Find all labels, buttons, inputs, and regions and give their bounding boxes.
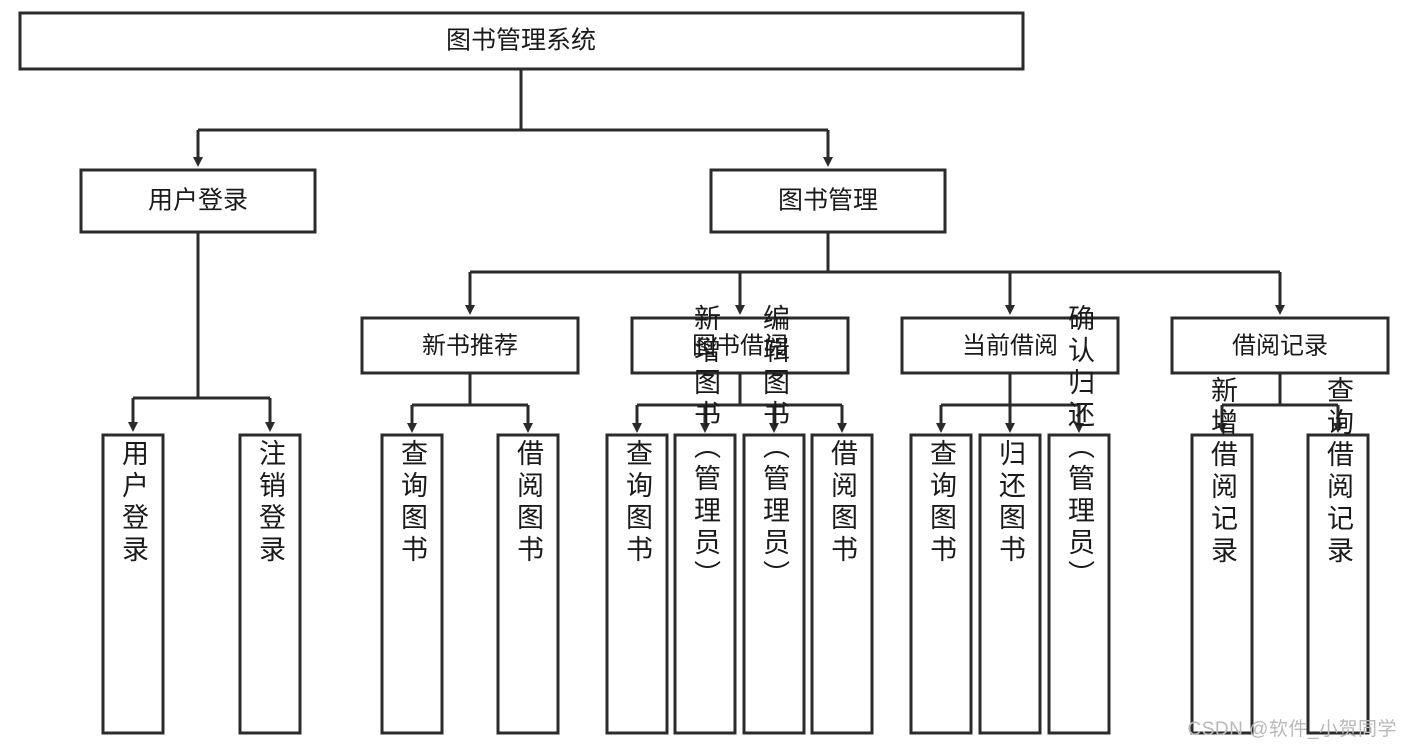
leaf-label: 借阅图书 [827, 439, 858, 567]
connector-bookborrow-to-leaves [632, 373, 847, 433]
connector-borrowrecord-to-leaves [1217, 373, 1343, 433]
connector-root-to-level2 [193, 70, 833, 167]
leaf-box[interactable] [1047, 433, 1111, 735]
leaf-book-borrow-2[interactable]: 新增图书（管理员） [673, 304, 737, 735]
leaf-label: 用户登录 [118, 439, 149, 567]
leaf-label: 新增图书（管理员） [690, 304, 721, 592]
leaf-borrow-record-1[interactable]: 新增借阅记录 [1190, 376, 1254, 735]
leaf-label: 新增借阅记录 [1207, 376, 1238, 568]
node-borrow-record-label: 借阅记录 [1232, 332, 1328, 359]
node-root-label: 图书管理系统 [446, 27, 596, 55]
node-book-borrow-box[interactable] [630, 316, 850, 375]
leaf-label: 借阅图书 [513, 439, 544, 567]
node-borrow-record-box[interactable] [1170, 316, 1390, 375]
leaf-book-borrow-4[interactable]: 借阅图书 [810, 433, 874, 735]
leaf-box[interactable] [238, 433, 302, 735]
node-current-borrow[interactable]: 当前借阅 [900, 316, 1120, 375]
leaf-new-book-recommend-2[interactable]: 借阅图书 [496, 433, 560, 735]
leaf-label: 查询图书 [622, 439, 653, 567]
connector-currentborrow-to-leaves [936, 373, 1084, 433]
connector-userlogin-to-leaves [128, 233, 275, 432]
leaf-label: 查询图书 [926, 439, 957, 567]
leaf-label: 编辑图书（管理员） [759, 304, 790, 592]
leaf-current-borrow-3[interactable]: 确认归还（管理员） [1047, 304, 1111, 735]
node-book-management[interactable]: 图书管理 [709, 168, 947, 234]
leaf-user-login-2[interactable]: 注销登录 [238, 433, 302, 735]
node-book-borrow-label: 图书借阅 [692, 332, 788, 359]
leaf-label: 归还图书 [995, 439, 1026, 567]
leaf-borrow-record-2[interactable]: 查询借阅记录 [1306, 376, 1370, 735]
node-root-box[interactable] [18, 11, 1025, 71]
leaf-user-login-1[interactable]: 用户登录 [101, 433, 165, 735]
leaf-box[interactable] [909, 433, 973, 735]
leaf-current-borrow-1[interactable]: 查询图书 [909, 433, 973, 735]
leaf-label: 注销登录 [255, 439, 286, 567]
node-user-login-label: 用户登录 [148, 187, 248, 215]
connector-bookmgmt-to-level3 [465, 233, 1285, 315]
leaf-box[interactable] [496, 433, 560, 735]
node-new-book-recommend[interactable]: 新书推荐 [360, 316, 580, 375]
leaf-box[interactable] [605, 433, 669, 735]
connector-newbook-to-leaves [407, 373, 533, 433]
leaf-label: 查询借阅记录 [1323, 376, 1354, 568]
leaf-box[interactable] [673, 433, 737, 735]
leaf-label: 确认归还（管理员） [1064, 304, 1095, 592]
leaf-box[interactable] [380, 433, 444, 735]
node-book-borrow[interactable]: 图书借阅 [630, 316, 850, 375]
leaf-new-book-recommend-1[interactable]: 查询图书 [380, 433, 444, 735]
leaf-book-borrow-1[interactable]: 查询图书 [605, 433, 669, 735]
node-current-borrow-label: 当前借阅 [962, 332, 1058, 359]
node-user-login[interactable]: 用户登录 [79, 168, 317, 234]
node-user-login-box[interactable] [79, 168, 317, 234]
leaf-box[interactable] [978, 433, 1042, 735]
watermark-text: CSDN @软件_小贺同学 [1187, 719, 1397, 740]
leaf-label: 查询图书 [397, 439, 428, 567]
node-book-management-box[interactable] [709, 168, 947, 234]
node-current-borrow-box[interactable] [900, 316, 1120, 375]
leaf-box[interactable] [101, 433, 165, 735]
leaf-box[interactable] [1306, 433, 1370, 735]
node-book-management-label: 图书管理 [778, 187, 878, 215]
node-borrow-record[interactable]: 借阅记录 [1170, 316, 1390, 375]
leaf-book-borrow-3[interactable]: 编辑图书（管理员） [742, 304, 806, 735]
node-new-book-recommend-box[interactable] [360, 316, 580, 375]
node-new-book-recommend-label: 新书推荐 [422, 332, 518, 359]
leaf-box[interactable] [1190, 433, 1254, 735]
node-root[interactable]: 图书管理系统 [18, 11, 1025, 71]
leaf-box[interactable] [742, 433, 806, 735]
leaf-box[interactable] [810, 433, 874, 735]
leaf-current-borrow-2[interactable]: 归还图书 [978, 433, 1042, 735]
